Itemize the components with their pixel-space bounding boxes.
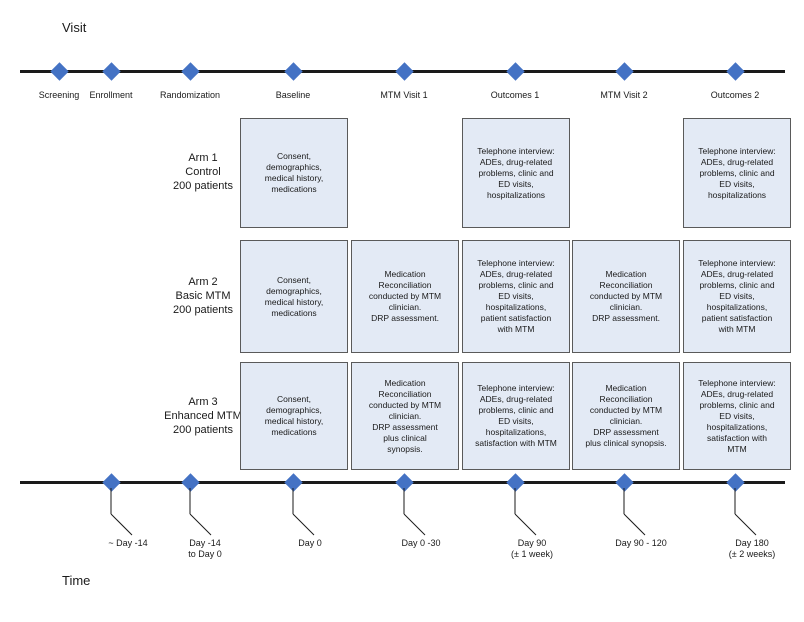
cell-arm3-outcomes-1[interactable]: Telephone interview: ADEs, drug-related … bbox=[462, 362, 570, 470]
cell-arm1-outcomes-2[interactable]: Telephone interview: ADEs, drug-related … bbox=[683, 118, 791, 228]
time-leader-line bbox=[734, 488, 757, 536]
time-leader-line bbox=[623, 488, 646, 536]
visit-tick-label: Outcomes 2 bbox=[710, 90, 760, 100]
arm-1-line-2: Control bbox=[185, 166, 221, 178]
visit-tick-label: Screening bbox=[38, 90, 80, 100]
visit-marker-diamond-icon bbox=[49, 61, 69, 81]
cell-arm1-outcomes-1-text: Telephone interview: ADEs, drug-related … bbox=[477, 145, 555, 200]
time-leader-line bbox=[189, 488, 212, 536]
cell-arm3-mtm-visit-2[interactable]: Medication Reconciliation conducted by M… bbox=[572, 362, 680, 470]
arm-1-line-3: 200 patients bbox=[173, 180, 233, 192]
cell-arm3-outcomes-2-text: Telephone interview: ADEs, drug-related … bbox=[698, 377, 776, 454]
visit-marker-diamond-icon bbox=[505, 61, 525, 81]
cell-arm2-baseline[interactable]: Consent, demographics, medical history, … bbox=[240, 240, 348, 353]
arm-3-line-1: Arm 3 bbox=[188, 396, 218, 408]
visit-marker-diamond-icon bbox=[180, 61, 200, 81]
visit-tick-label: Randomization bbox=[159, 90, 221, 100]
cell-arm1-outcomes-2-text: Telephone interview: ADEs, drug-related … bbox=[698, 145, 776, 200]
cell-arm3-outcomes-2[interactable]: Telephone interview: ADEs, drug-related … bbox=[683, 362, 791, 470]
time-tick-label: Day 180 (± 2 weeks) bbox=[728, 538, 776, 559]
cell-arm2-outcomes-2[interactable]: Telephone interview: ADEs, drug-related … bbox=[683, 240, 791, 353]
cell-arm2-outcomes-1[interactable]: Telephone interview: ADEs, drug-related … bbox=[462, 240, 570, 353]
visit-marker-diamond-icon bbox=[101, 61, 121, 81]
arm-label-arm-3: Arm 3 Enhanced MTM 200 patients bbox=[164, 395, 242, 437]
cell-arm2-mtm-visit-1[interactable]: Medication Reconciliation conducted by M… bbox=[351, 240, 459, 353]
bottom-axis-title: Time bbox=[62, 573, 91, 588]
cell-arm1-baseline-text: Consent, demographics, medical history, … bbox=[264, 151, 324, 194]
visit-marker-diamond-icon bbox=[725, 61, 745, 81]
cell-arm3-mtm-visit-1[interactable]: Medication Reconciliation conducted by M… bbox=[351, 362, 459, 470]
cell-arm2-baseline-text: Consent, demographics, medical history, … bbox=[264, 274, 324, 318]
time-tick-label: Day 90 - 120 bbox=[615, 538, 667, 548]
time-tick-label: Day 90 (± 1 week) bbox=[511, 538, 553, 559]
time-leader-line bbox=[292, 488, 315, 536]
time-tick-label: Day 0 -30 bbox=[401, 538, 441, 548]
visit-tick-label: Enrollment bbox=[89, 90, 133, 100]
cell-arm3-mtm-visit-1-text: Medication Reconciliation conducted by M… bbox=[368, 377, 442, 454]
cell-arm1-outcomes-1[interactable]: Telephone interview: ADEs, drug-related … bbox=[462, 118, 570, 228]
visit-marker-diamond-icon bbox=[394, 61, 414, 81]
time-tick-label: Day 0 bbox=[298, 538, 322, 548]
time-tick-label: Day -14 to Day 0 bbox=[188, 538, 222, 559]
cell-arm1-baseline[interactable]: Consent, demographics, medical history, … bbox=[240, 118, 348, 228]
visit-tick-label: Baseline bbox=[275, 90, 311, 100]
visit-tick-label: MTM Visit 1 bbox=[380, 90, 428, 100]
arm-label-arm-2: Arm 2 Basic MTM 200 patients bbox=[173, 275, 233, 317]
arm-3-line-2: Enhanced MTM bbox=[164, 410, 242, 422]
arm-2-line-3: 200 patients bbox=[173, 304, 233, 316]
arm-2-line-2: Basic MTM bbox=[175, 290, 231, 302]
visit-marker-diamond-icon bbox=[614, 61, 634, 81]
top-axis-title: Visit bbox=[62, 20, 87, 35]
time-leader-line bbox=[110, 488, 133, 536]
time-leader-line bbox=[514, 488, 537, 536]
cell-arm2-mtm-visit-2[interactable]: Medication Reconciliation conducted by M… bbox=[572, 240, 680, 353]
cell-arm3-mtm-visit-2-text: Medication Reconciliation conducted by M… bbox=[585, 383, 667, 448]
time-leader-line bbox=[403, 488, 426, 536]
cell-arm2-outcomes-2-text: Telephone interview: ADEs, drug-related … bbox=[698, 258, 776, 334]
visit-tick-label: Outcomes 1 bbox=[490, 90, 540, 100]
time-tick-label: ~ Day -14 bbox=[108, 538, 148, 548]
cell-arm2-mtm-visit-2-text: Medication Reconciliation conducted by M… bbox=[589, 269, 663, 323]
visit-tick-label: MTM Visit 2 bbox=[600, 90, 648, 100]
cell-arm3-baseline-text: Consent, demographics, medical history, … bbox=[264, 394, 324, 437]
cell-arm2-outcomes-1-text: Telephone interview: ADEs, drug-related … bbox=[477, 258, 555, 334]
cell-arm3-outcomes-1-text: Telephone interview: ADEs, drug-related … bbox=[475, 383, 557, 448]
visit-marker-diamond-icon bbox=[283, 61, 303, 81]
arm-label-arm-1: Arm 1 Control 200 patients bbox=[173, 151, 233, 193]
cell-arm3-baseline[interactable]: Consent, demographics, medical history, … bbox=[240, 362, 348, 470]
arm-2-line-1: Arm 2 bbox=[188, 276, 218, 288]
arm-3-line-3: 200 patients bbox=[173, 424, 233, 436]
arm-1-line-1: Arm 1 bbox=[188, 152, 218, 164]
cell-arm2-mtm-visit-1-text: Medication Reconciliation conducted by M… bbox=[368, 269, 442, 323]
